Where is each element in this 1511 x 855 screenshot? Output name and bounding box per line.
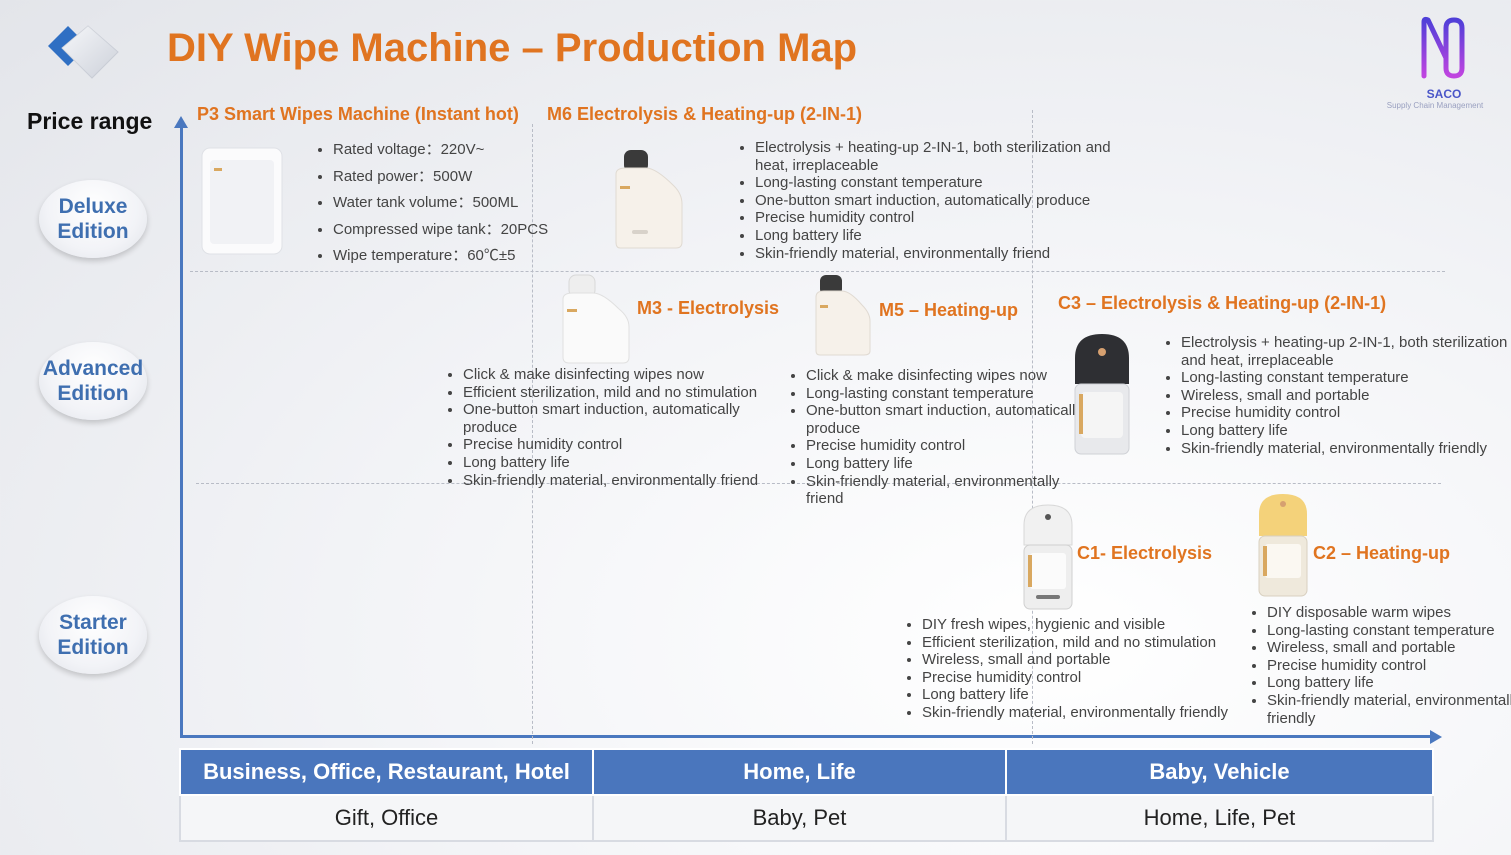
- feature-item: DIY fresh wipes, hygienic and visible: [922, 616, 1267, 634]
- feature-item: Long battery life: [1267, 674, 1511, 692]
- feature-list-p3: Rated voltage：220V~ Rated power：500W Wat…: [303, 137, 563, 270]
- logo-diamond-icon: [48, 25, 119, 79]
- feature-item: Efficient sterilization, mild and no sti…: [463, 384, 783, 402]
- feature-item: Long-lasting constant temperature: [806, 385, 1096, 403]
- feature-item: Click & make disinfecting wipes now: [806, 367, 1096, 385]
- segment-cell: Baby, Vehicle: [1005, 748, 1434, 796]
- product-title-p3: P3 Smart Wipes Machine (Instant hot): [197, 104, 519, 124]
- product-image-m6: [615, 150, 683, 249]
- feature-item: Long-lasting constant temperature: [1267, 622, 1511, 640]
- y-axis-label: Price range: [27, 108, 153, 134]
- feature-item: Long battery life: [806, 455, 1096, 473]
- product-image-c3: [1074, 334, 1130, 455]
- feature-item: Wireless, small and portable: [922, 651, 1267, 669]
- feature-item: Wireless, small and portable: [1181, 387, 1511, 405]
- product-title-m5: M5 – Heating-up: [879, 300, 1019, 320]
- subsegment-cell: Home, Life, Pet: [1005, 794, 1434, 842]
- edition-deluxe: Deluxe Edition: [39, 180, 147, 258]
- feature-list-m3: Click & make disinfecting wipes now Effi…: [433, 366, 783, 489]
- page-title: DIY Wipe Machine – Production Map: [167, 26, 858, 70]
- edition-advanced: Advanced Edition: [39, 342, 147, 420]
- feature-item: Long battery life: [755, 227, 1135, 245]
- brand-mark-icon: [1421, 16, 1465, 79]
- feature-item: Skin-friendly material, environmentally …: [922, 704, 1267, 722]
- feature-item: Wipe temperature：60℃±5: [333, 243, 563, 270]
- feature-item: Click & make disinfecting wipes now: [463, 366, 783, 384]
- feature-item: Precise humidity control: [1267, 657, 1511, 675]
- feature-item: Skin-friendly material, environmentally …: [1181, 440, 1511, 458]
- product-image-p3: [201, 147, 283, 255]
- feature-item: Skin-friendly material, environmentally …: [1267, 692, 1511, 727]
- feature-list-m5: Click & make disinfecting wipes now Long…: [776, 367, 1096, 508]
- subsegment-cell: Baby, Pet: [592, 794, 1007, 842]
- product-title-m6: M6 Electrolysis & Heating-up (2-IN-1): [547, 104, 863, 124]
- feature-item: Precise humidity control: [806, 437, 1096, 455]
- y-axis-arrow: [174, 116, 188, 128]
- feature-item: Skin-friendly material, environmentally …: [755, 245, 1135, 263]
- segment-cell: Business, Office, Restaurant, Hotel: [179, 748, 594, 796]
- feature-item: Compressed wipe tank：20PCS: [333, 217, 563, 244]
- feature-item: Precise humidity control: [922, 669, 1267, 687]
- x-axis-line: [180, 735, 1434, 738]
- product-image-m3: [562, 274, 630, 364]
- feature-item: Efficient sterilization, mild and no sti…: [922, 634, 1267, 652]
- grid-line-col2: [1032, 110, 1033, 744]
- product-title-c3: C3 – Electrolysis & Heating-up (2-IN-1): [1058, 293, 1387, 313]
- product-title-c1: C1- Electrolysis: [1077, 543, 1213, 563]
- feature-item: Rated power：500W: [333, 164, 563, 191]
- feature-item: Long battery life: [463, 454, 783, 472]
- feature-item: Long-lasting constant temperature: [755, 174, 1135, 192]
- edition-starter: Starter Edition: [39, 596, 147, 674]
- feature-item: Precise humidity control: [755, 209, 1135, 227]
- feature-item: Long-lasting constant temperature: [1181, 369, 1511, 387]
- feature-item: Water tank volume：500ML: [333, 190, 563, 217]
- product-image-m5: [815, 275, 871, 356]
- feature-item: Precise humidity control: [1181, 404, 1511, 422]
- segment-cell: Home, Life: [592, 748, 1007, 796]
- product-image-c2: [1258, 494, 1308, 597]
- grid-line-upper: [190, 271, 1445, 272]
- feature-item: DIY disposable warm wipes: [1267, 604, 1511, 622]
- segment-table: Business, Office, Restaurant, Hotel Home…: [179, 748, 1434, 842]
- feature-item: Rated voltage：220V~: [333, 137, 563, 164]
- brand-name: SACO: [1426, 87, 1462, 101]
- feature-item: Skin-friendly material, environmentally …: [463, 472, 783, 490]
- feature-item: Electrolysis + heating-up 2-IN-1, both s…: [1181, 334, 1511, 369]
- feature-item: Electrolysis + heating-up 2-IN-1, both s…: [755, 139, 1135, 174]
- brand-tagline: Supply Chain Management: [1386, 101, 1484, 110]
- brand-logo: SACO Supply Chain Management: [1387, 14, 1490, 114]
- feature-item: One-button smart induction, automaticall…: [755, 192, 1135, 210]
- product-title-m3: M3 - Electrolysis: [637, 298, 780, 318]
- feature-list-c3: Electrolysis + heating-up 2-IN-1, both s…: [1151, 334, 1511, 457]
- product-title-c2: C2 – Heating-up: [1313, 543, 1451, 563]
- feature-list-m6: Electrolysis + heating-up 2-IN-1, both s…: [725, 139, 1135, 262]
- feature-item: Skin-friendly material, environmentally …: [806, 473, 1096, 508]
- y-axis-line: [180, 124, 183, 738]
- feature-item: One-button smart induction, automaticall…: [463, 401, 783, 436]
- feature-item: Long battery life: [1181, 422, 1511, 440]
- grid-line-col1: [532, 124, 533, 744]
- feature-list-c1: DIY fresh wipes, hygienic and visible Ef…: [892, 616, 1267, 722]
- feature-item: Wireless, small and portable: [1267, 639, 1511, 657]
- grid-line-lower: [196, 483, 1441, 484]
- product-image-c1: [1023, 504, 1073, 610]
- subsegment-cell: Gift, Office: [179, 794, 594, 842]
- x-axis-arrow: [1430, 730, 1442, 744]
- feature-item: Long battery life: [922, 686, 1267, 704]
- segment-header-row: Business, Office, Restaurant, Hotel Home…: [179, 748, 1434, 796]
- feature-list-c2: DIY disposable warm wipes Long-lasting c…: [1237, 604, 1511, 727]
- feature-item: Precise humidity control: [463, 436, 783, 454]
- feature-item: One-button smart induction, automaticall…: [806, 402, 1096, 437]
- subsegment-row: Gift, Office Baby, Pet Home, Life, Pet: [179, 794, 1434, 842]
